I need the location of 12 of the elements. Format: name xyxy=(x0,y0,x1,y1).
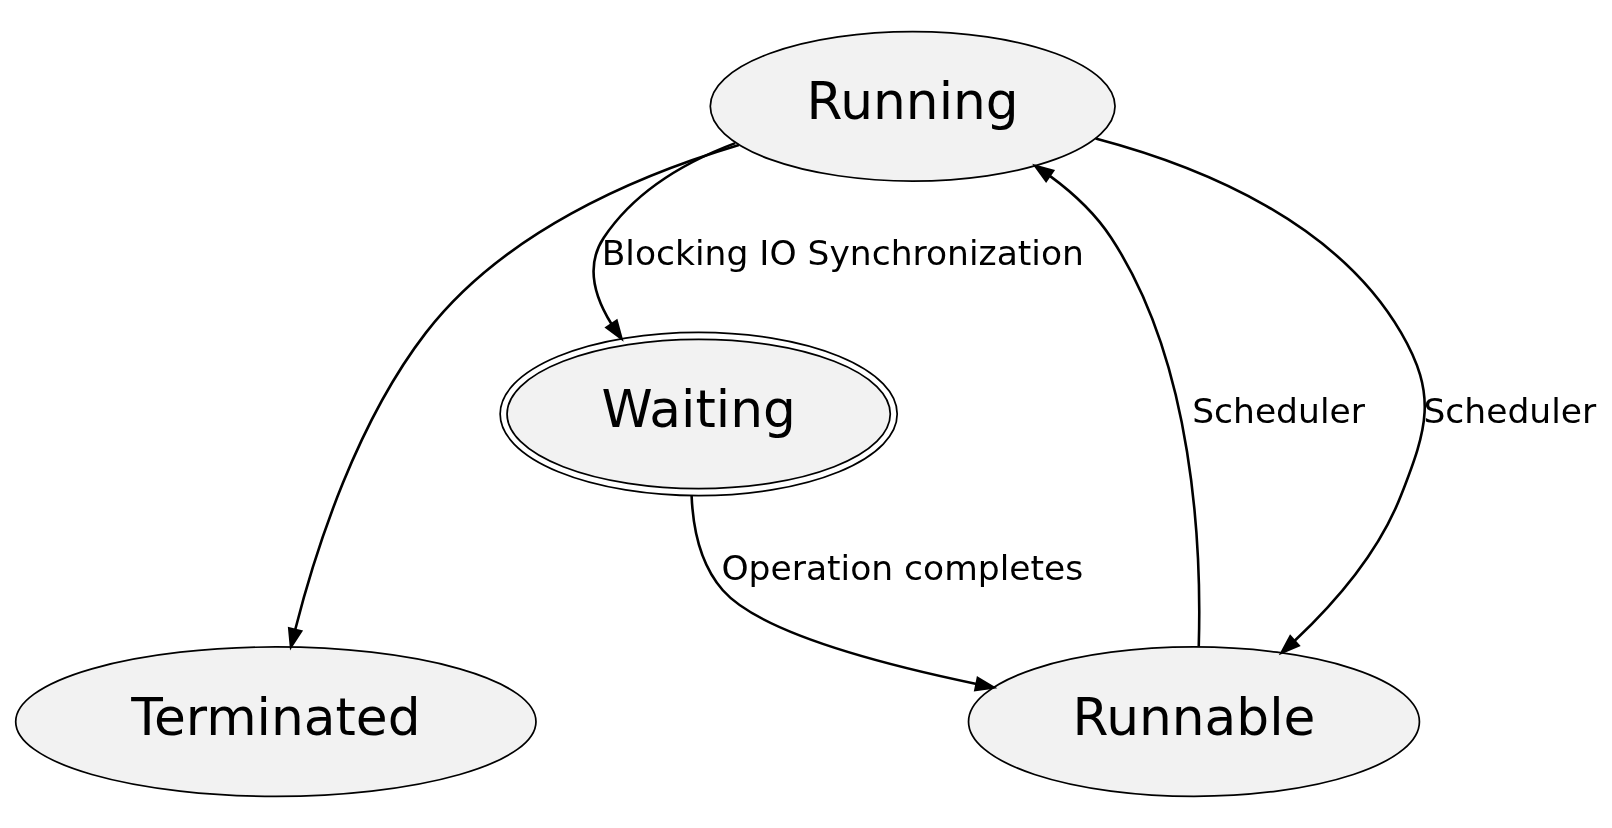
arrow xyxy=(690,495,998,692)
edge-label: Scheduler xyxy=(1423,390,1597,431)
edge-label: Scheduler xyxy=(1192,390,1365,431)
arrow xyxy=(287,143,740,651)
node-ellipse: Terminated xyxy=(14,646,537,798)
edge-label: Operation completes xyxy=(721,547,1084,588)
node-ellipse: Waiting xyxy=(499,331,899,497)
edge-label: Blocking IO Synchronization xyxy=(601,233,1084,274)
arrow xyxy=(1032,163,1201,647)
arrow xyxy=(1095,137,1426,656)
node-ellipse: Runnable xyxy=(967,646,1421,798)
arrow xyxy=(592,141,736,342)
